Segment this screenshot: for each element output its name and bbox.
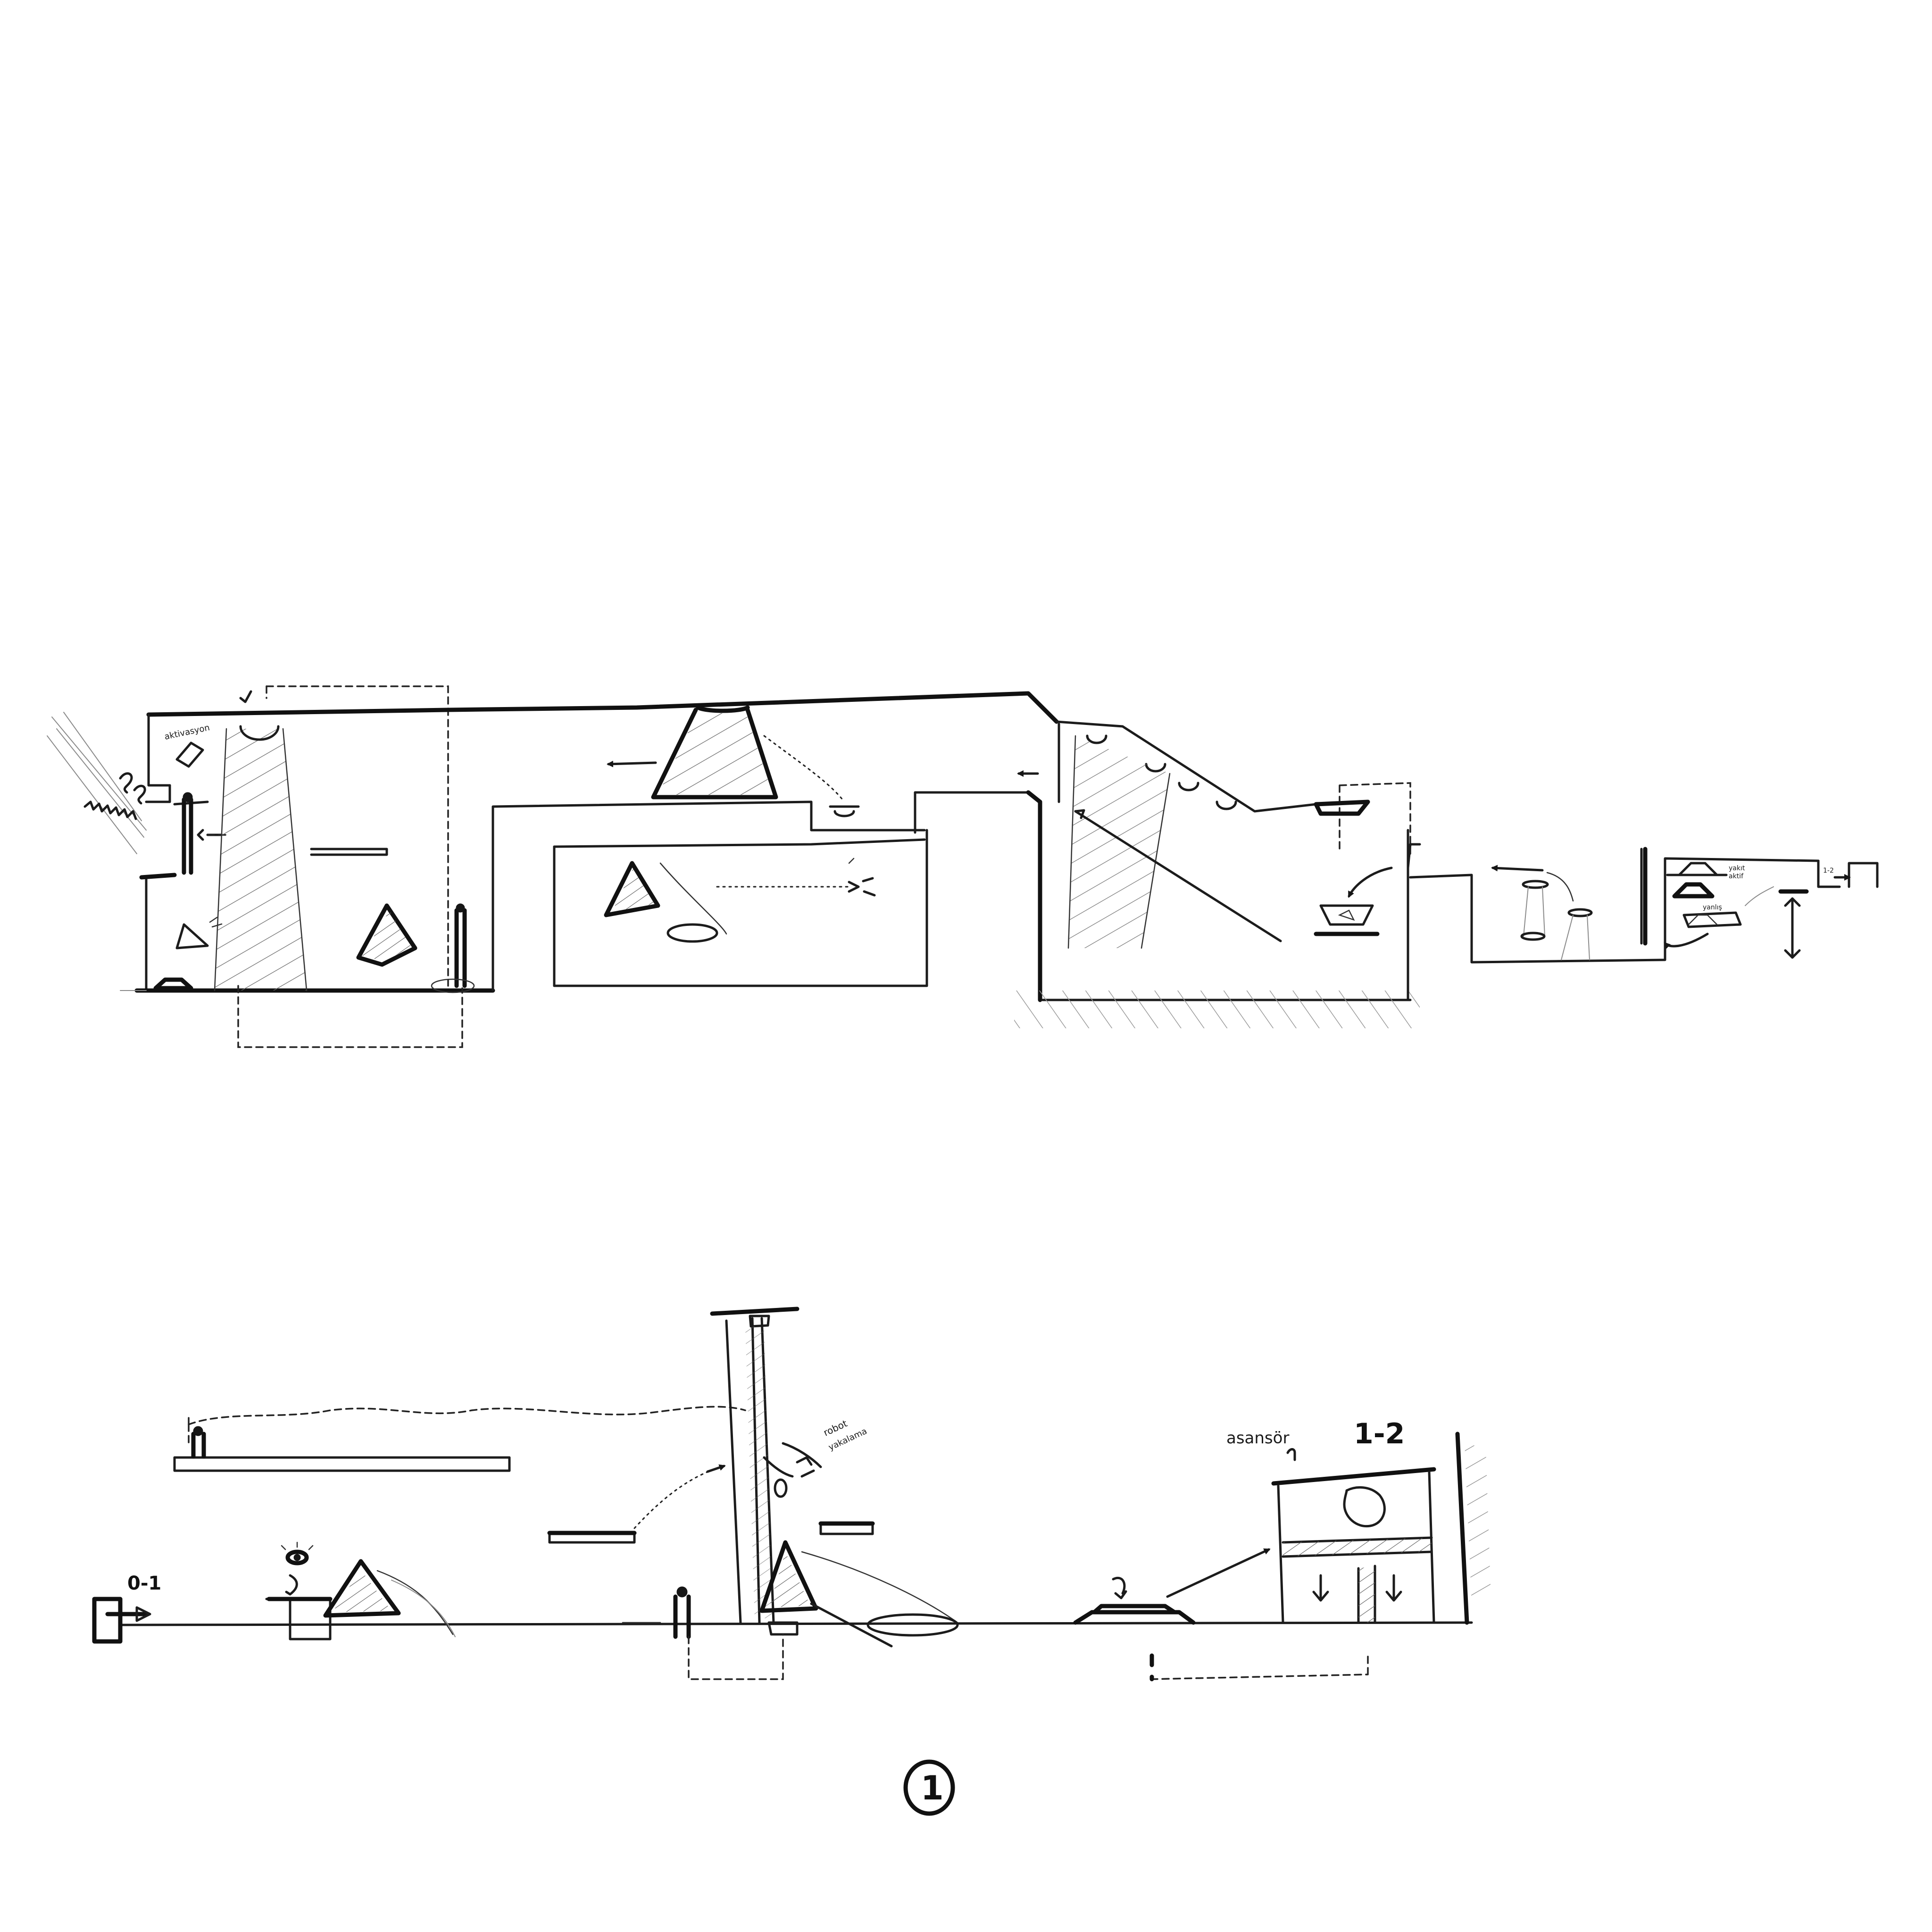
level-exit-label: 1-2 <box>1354 1417 1405 1450</box>
elevator-building: asansör 1-2 <box>1226 1417 1491 1623</box>
level-start-label: 0-1 <box>127 1573 161 1594</box>
start-door: 0-1 <box>94 1573 161 1641</box>
room-2 <box>493 708 1038 991</box>
lower-level-map: 0-1 <box>94 1309 1491 1814</box>
note-upper-left: aktivasyon <box>164 723 211 742</box>
room-4: yakıt aktif yanlış 1-2 <box>1410 849 1877 962</box>
left-entry-slope <box>47 712 146 854</box>
note-yanlis: yanlış <box>1703 904 1722 911</box>
note-upper-right: yakıt <box>1729 865 1745 872</box>
sheet-number-text: 1 <box>921 1769 944 1807</box>
note-elevator: asansör <box>1226 1429 1289 1448</box>
tall-column: robot yakalama <box>712 1309 958 1646</box>
note-upper-right-2: aktif <box>1729 873 1744 880</box>
note-level-1-2-small: 1-2 <box>1823 867 1834 874</box>
room-3 <box>1014 722 1420 1028</box>
room-1: aktivasyon <box>120 691 493 992</box>
drone-icon <box>1522 881 1591 960</box>
floating-platforms <box>550 1466 873 1542</box>
upper-level-map: aktivasyon <box>47 686 1877 1047</box>
eye-icon <box>282 1542 313 1563</box>
sheet-number: 1 <box>906 1762 953 1814</box>
pressure-plate <box>1075 1549 1368 1679</box>
upper-platform <box>175 1427 509 1471</box>
robot-patrol-route <box>189 1407 745 1424</box>
